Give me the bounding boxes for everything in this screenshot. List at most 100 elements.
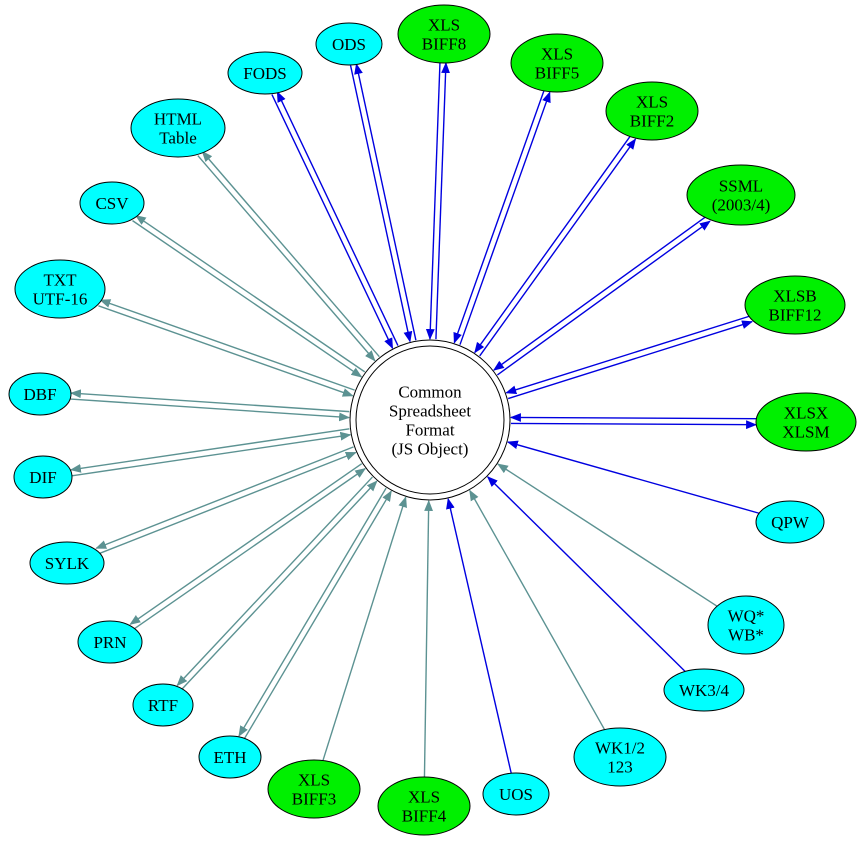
node-label-xls-biff8: XLS [428,16,460,35]
edge-sylk-read [98,451,357,555]
node-ellipse-uos [482,772,550,816]
node-ods: ODS [315,22,383,66]
node-ellipse-ods [315,22,383,66]
node-ellipse-rtf [132,683,194,727]
edge-csv-read [132,220,363,378]
edge-txt-utf16-read [98,305,354,397]
edge-wk34-read [486,476,686,672]
node-ellipse-xls-biff5 [510,33,604,93]
node-ellipse-sylk [29,541,105,585]
node-ellipse-xlsx [755,392,857,452]
node-label-wk12-123: WK1/2 [595,739,645,758]
center-label-line: Spreadsheet [389,402,471,421]
node-label-xls-biff3: BIFF3 [292,790,336,809]
edge-xlsx-write [510,420,758,430]
node-ellipse-eth [198,735,262,779]
node-ellipse-html-table [130,98,226,158]
edge-dif-write [69,428,350,473]
node-ellipse-qpw [755,500,825,544]
node-ssml: SSML(2003/4) [686,164,796,226]
edge-csv-write [134,215,366,373]
node-label-uos: UOS [499,785,533,804]
edge-xls-biff8-write [435,62,450,340]
edge-xls-biff2-read [474,135,632,354]
center-label-line: Common [398,383,462,402]
node-label-wq-wb: WB* [728,626,764,645]
edge-xlsb-write [507,320,754,400]
node-ellipse-xls-biff4 [377,776,471,836]
node-label-xls-biff2: XLS [636,93,668,112]
node-ellipse-csv [79,181,145,225]
node-label-xls-biff3: XLS [298,771,330,790]
node-dif: DIF [13,455,73,499]
edge-ods-read [349,65,413,343]
node-label-xlsx: XLSM [782,423,829,442]
node-label-txt-utf16: TXT [43,271,77,290]
node-dbf: DBF [8,372,72,416]
node-label-xlsb: XLSB [773,287,816,306]
edge-prn-write [129,463,363,625]
node-label-xls-biff4: BIFF4 [402,807,447,826]
edge-sylk-write [95,446,354,549]
edge-xls-biff4-read [423,499,433,778]
node-label-rtf: RTF [148,696,178,715]
edge-html-table-write [201,150,380,358]
center-label-line: (JS Object) [392,440,469,459]
edge-txt-utf16-write [99,299,355,391]
node-ellipse-wk12-123 [573,727,667,787]
edge-xls-biff5-read [453,90,545,344]
edge-qpw-read [506,440,760,514]
node-eth: ETH [198,735,262,779]
node-ellipse-xls-biff3 [267,759,361,819]
node-label-wq-wb: WQ* [728,607,765,626]
node-prn: PRN [77,620,143,664]
node-label-xlsx: XLSX [784,404,828,423]
node-label-sylk: SYLK [45,554,90,573]
edge-uos-read [446,497,512,774]
edge-rtf-write [176,476,373,687]
edge-xls-biff2-write [479,138,637,357]
edge-html-table-read [197,155,376,362]
node-ellipse-xls-biff2 [605,81,699,141]
node-ellipse-txt-utf16 [14,259,106,319]
node-wq-wb: WQ*WB* [707,595,785,655]
node-label-xls-biff8: BIFF8 [422,35,466,54]
edge-prn-read [133,468,367,630]
edges [69,62,760,778]
node-label-dbf: DBF [23,385,56,404]
edge-wq-wb-read [497,463,718,607]
node-label-fods: FODS [243,64,286,83]
edge-eth-read [243,490,392,740]
edge-xls-biff3-read [322,496,407,761]
node-ellipse-wk34 [663,668,745,712]
node-label-ods: ODS [332,35,366,54]
node-label-dif: DIF [29,468,56,487]
edge-ssml-read [492,215,707,371]
node-label-ssml: SSML [719,177,763,196]
node-qpw: QPW [755,500,825,544]
node-ellipse-fods [227,51,303,95]
node-ellipse-ssml [686,164,796,226]
node-ellipse-dbf [8,372,72,416]
edge-xls-biff5-write [459,91,551,345]
edge-eth-write [238,487,387,737]
node-csv: CSV [79,181,145,225]
node-label-txt-utf16: UTF-16 [33,290,88,309]
node-ellipse-xls-biff8 [397,4,491,64]
node-uos: UOS [482,772,550,816]
edge-wk12-123-read [469,489,606,731]
node-fods: FODS [227,51,303,95]
node-label-xls-biff5: BIFF5 [535,64,579,83]
